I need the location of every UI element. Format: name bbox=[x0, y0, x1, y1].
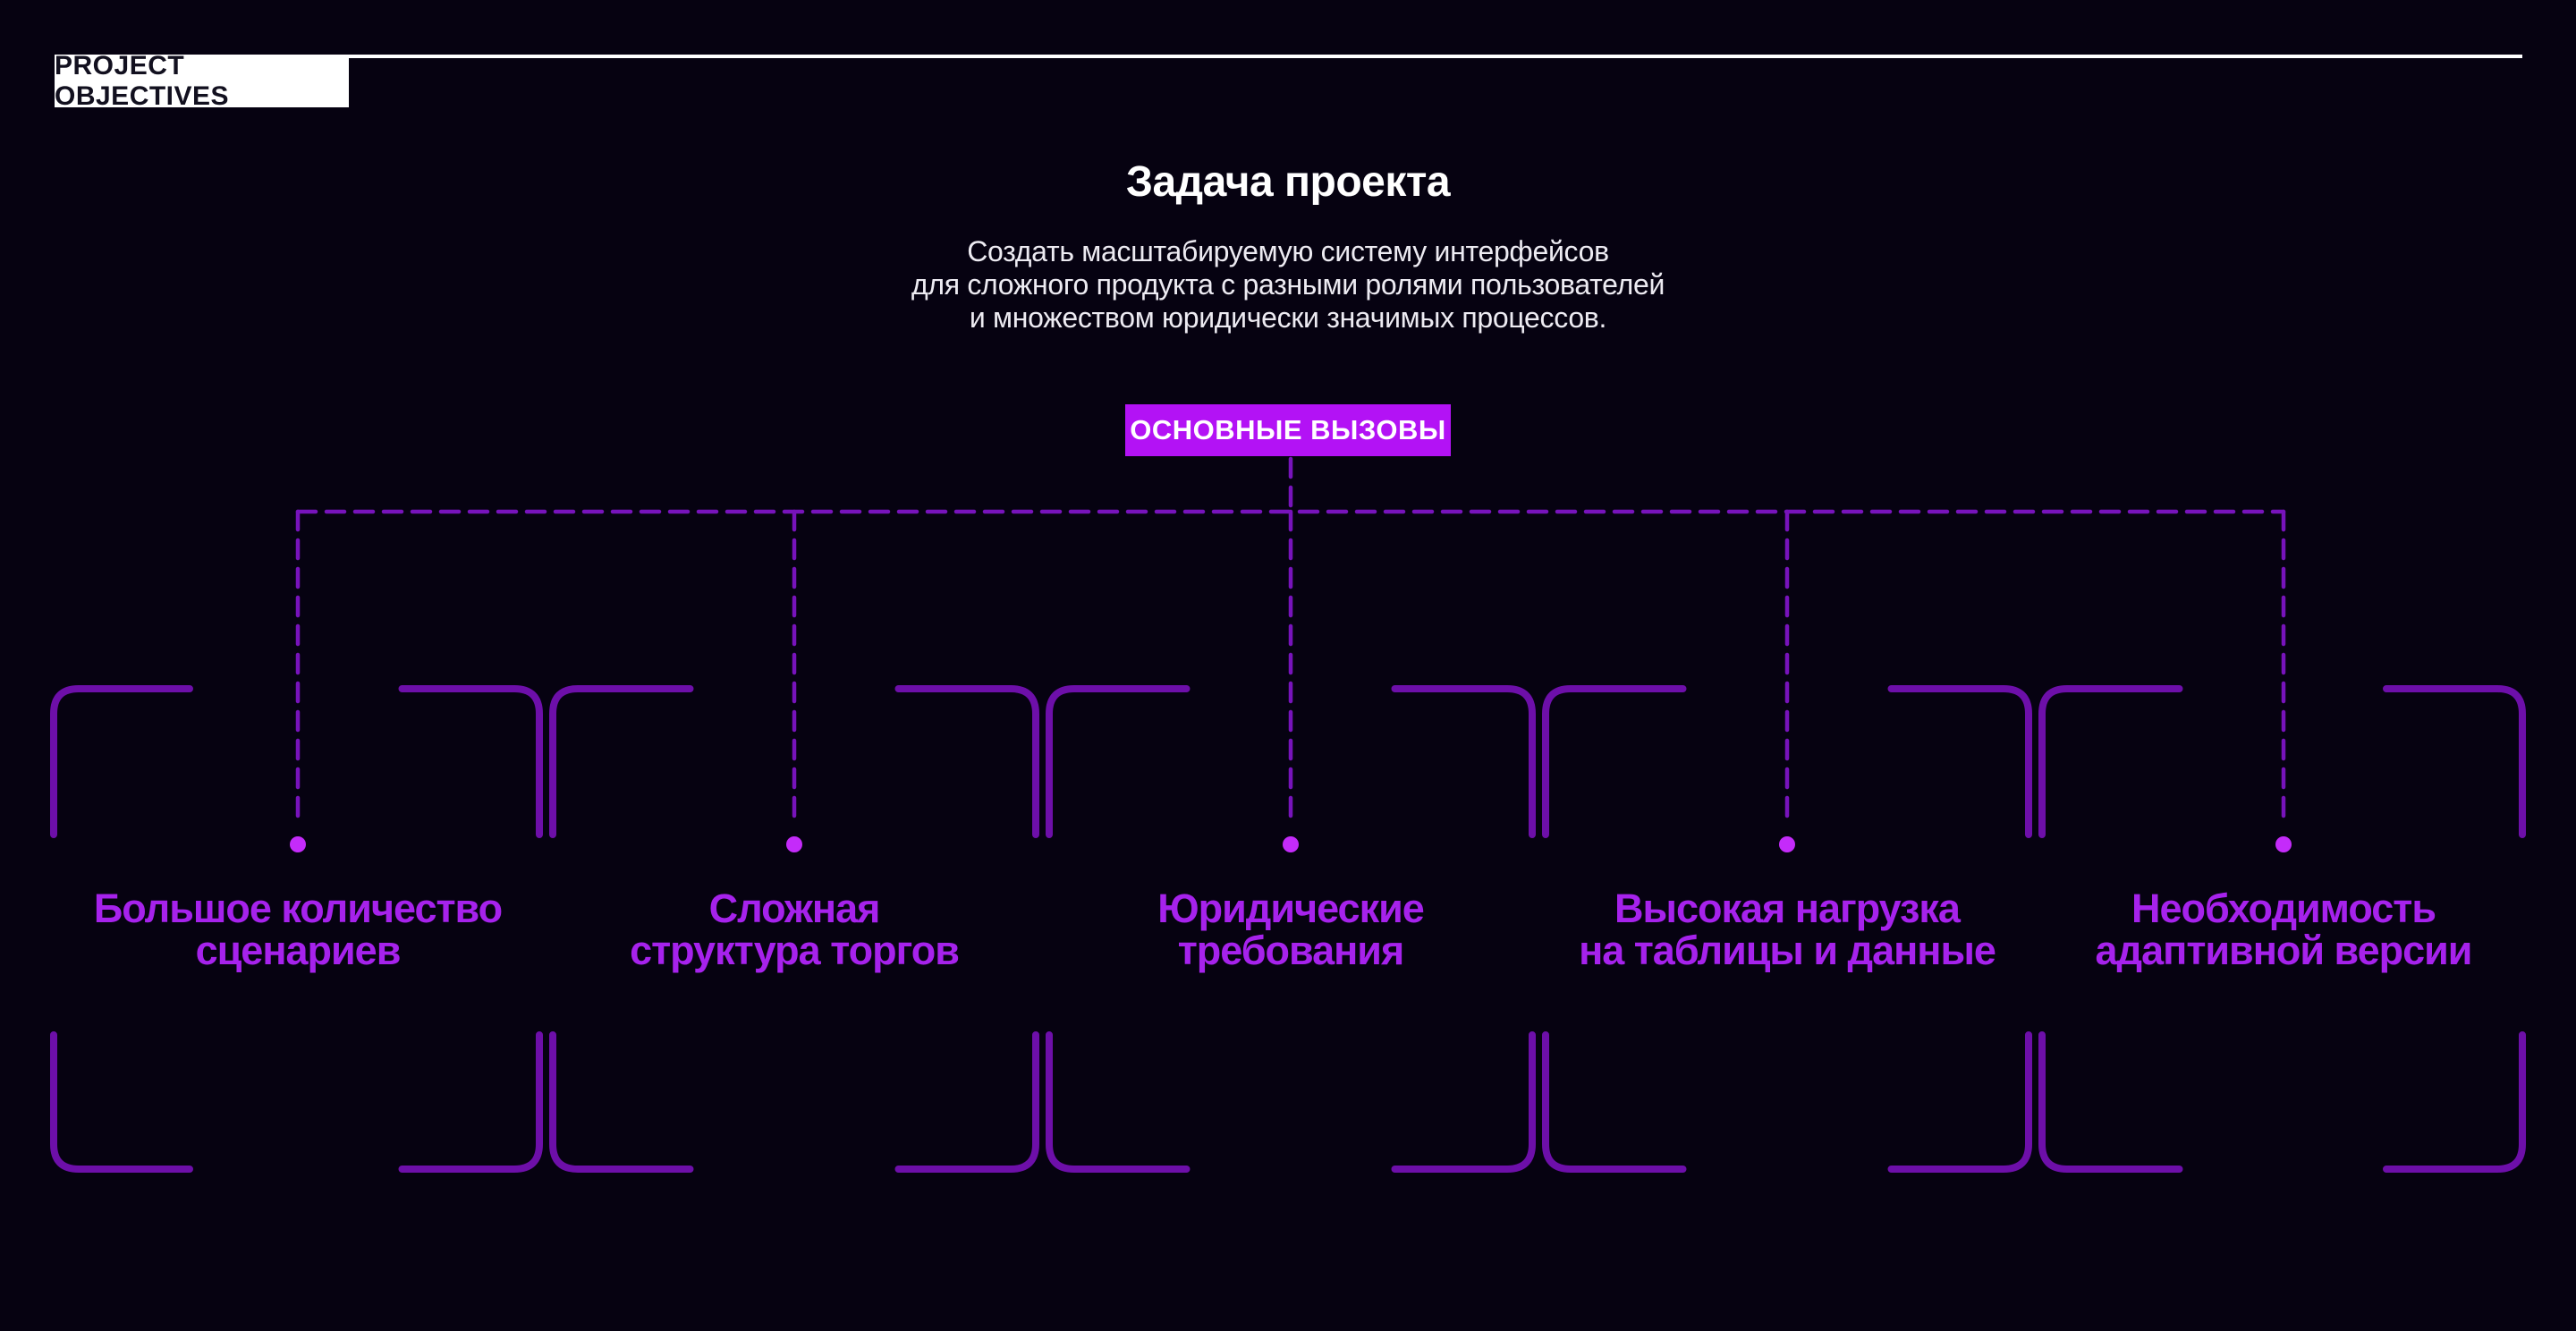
node-dot bbox=[2275, 836, 2292, 852]
top-rule bbox=[55, 55, 2522, 58]
node-dot bbox=[1283, 836, 1299, 852]
challenge-label-line: сценариев bbox=[195, 928, 402, 973]
main-challenges-button[interactable]: ОСНОВНЫЕ ВЫЗОВЫ bbox=[1125, 404, 1451, 456]
challenge-label-line: Юридические bbox=[1157, 886, 1425, 931]
challenge-label-line: Высокая нагрузка bbox=[1614, 886, 1961, 931]
subtitle-line: и множеством юридически значимых процесс… bbox=[969, 301, 1607, 334]
node-dot bbox=[290, 836, 306, 852]
challenge-label-line: требования bbox=[1177, 928, 1404, 973]
challenge-label: Высокая нагрузка на таблицы и данные bbox=[1537, 887, 2038, 971]
subtitle-line: для сложного продукта с разными ролями п… bbox=[911, 268, 1665, 301]
page-subtitle: Создать масштабируемую систему интерфейс… bbox=[0, 235, 2576, 335]
challenge-label: Сложная структура торгов bbox=[544, 887, 1045, 971]
challenge-label-line: Необходимость bbox=[2131, 886, 2436, 931]
challenge-label: Необходимость адаптивной версии bbox=[2033, 887, 2534, 971]
challenge-label-line: на таблицы и данные bbox=[1579, 928, 1996, 973]
challenge-label-line: структура торгов bbox=[630, 928, 960, 973]
challenge-label-line: адаптивной версии bbox=[2095, 928, 2473, 973]
challenge-label-line: Сложная bbox=[708, 886, 881, 931]
project-objectives-tag: PROJECT OBJECTIVES bbox=[55, 51, 349, 111]
node-dot bbox=[1779, 836, 1795, 852]
challenge-label: Большое количество сценариев bbox=[47, 887, 548, 971]
challenge-label: Юридические требования bbox=[1040, 887, 1541, 971]
project-objectives-tag-label: PROJECT OBJECTIVES bbox=[55, 51, 230, 111]
page-title: Задача проекта bbox=[1125, 158, 1451, 206]
challenge-label-line: Большое количество bbox=[93, 886, 503, 931]
subtitle-line: Создать масштабируемую систему интерфейс… bbox=[967, 235, 1609, 267]
node-dot bbox=[786, 836, 802, 852]
